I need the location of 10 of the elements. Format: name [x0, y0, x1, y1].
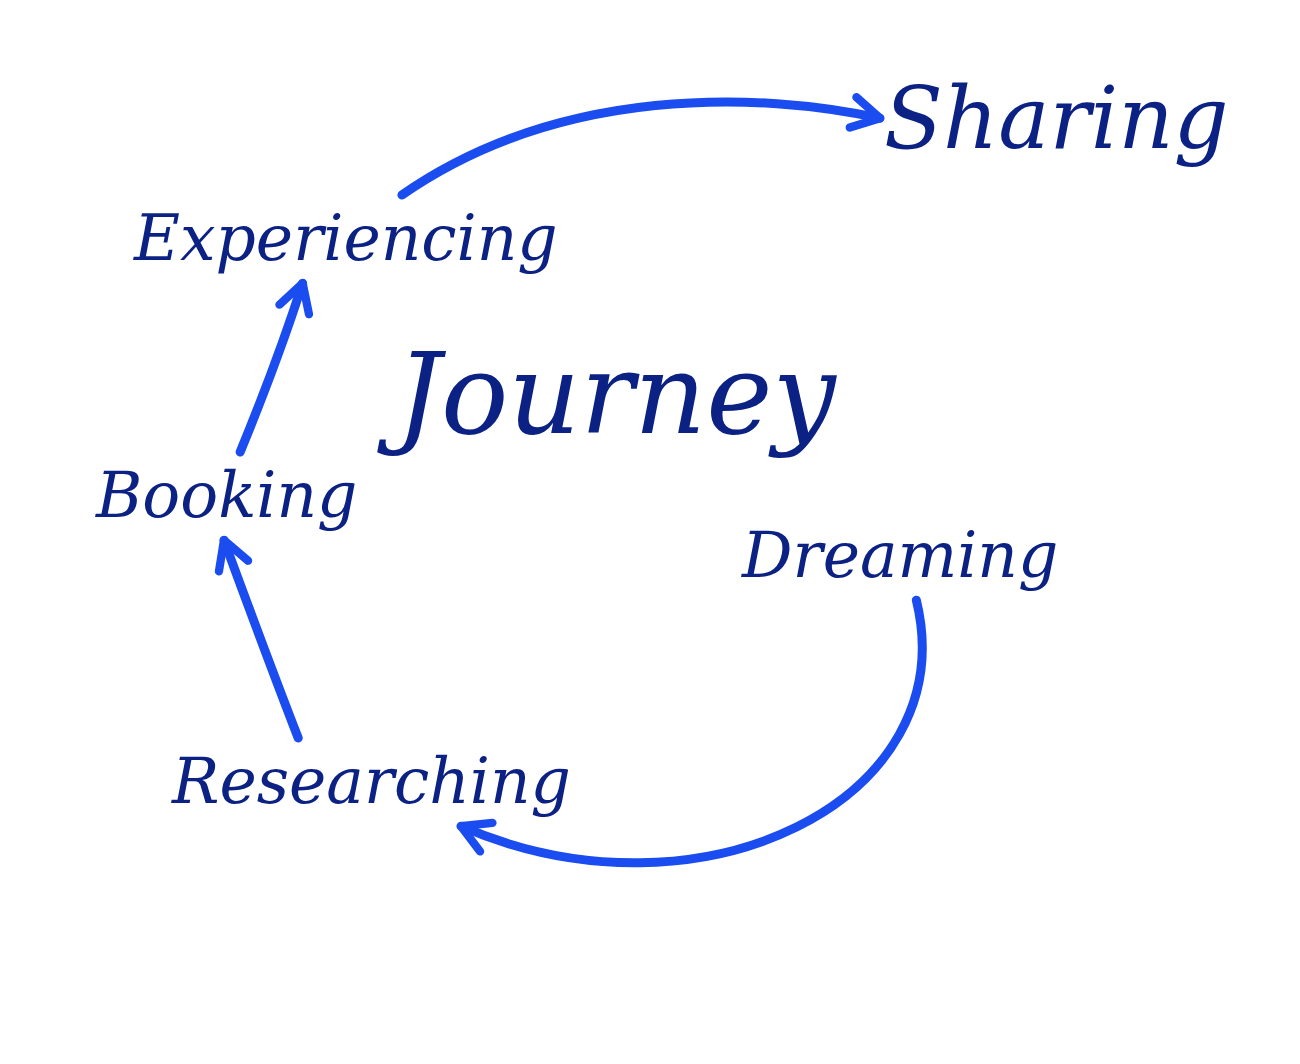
curved-arrow: [235, 278, 313, 457]
step-label: Booking: [92, 452, 362, 541]
step-label: Experiencing: [130, 195, 562, 284]
step-label: Dreaming: [738, 512, 1063, 601]
step-label: Sharing: [880, 58, 1233, 179]
diagram-title: Journey: [372, 322, 860, 468]
step-label: Researching: [168, 738, 575, 827]
curved-arrow: [456, 595, 927, 868]
curved-arrow: [397, 93, 885, 200]
curved-arrow: [214, 535, 303, 743]
